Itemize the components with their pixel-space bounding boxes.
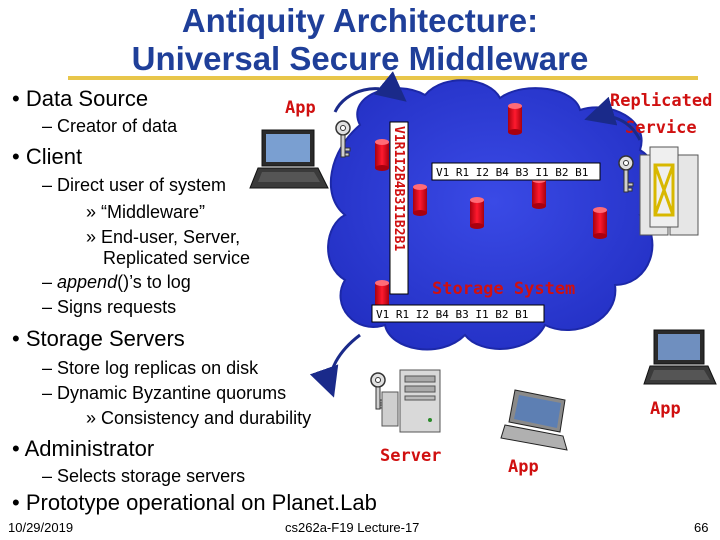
bullet-dot: • (12, 144, 20, 169)
sub-store-log: – Store log replicas on disk (42, 358, 259, 378)
storage-disks (375, 103, 607, 312)
disk-icon (508, 103, 522, 135)
laptop-icon (500, 389, 568, 451)
app-label-bottom: App (508, 457, 539, 477)
arrow-replicated-to-cloud (584, 96, 642, 141)
append-prefix: – (42, 272, 58, 292)
storage-system-label: Storage System (432, 279, 575, 299)
bullet-dot: • (12, 326, 20, 351)
bullet-text: Data Source (25, 86, 149, 111)
vertical-log-strip: V1R1I2B4B3I1B2B1 (389, 121, 409, 295)
replicated-servers-icon (639, 146, 699, 236)
title-line-2: Universal Secure Middleware (131, 40, 589, 77)
disk-icon (470, 197, 484, 229)
log-strip-top: V1 R1 I2 B4 B3 I1 B2 B1 (431, 162, 601, 181)
laptop-icon (643, 329, 717, 385)
bullet-administrator: • Administrator (12, 436, 154, 462)
footer-page-number: 66 (694, 520, 709, 535)
log-strip-bottom: V1 R1 I2 B4 B3 I1 B2 B1 (371, 304, 545, 323)
bullet-text: Storage Servers (25, 326, 185, 351)
footer-date: 10/29/2019 (8, 520, 74, 535)
sub-append: – append()’s to log (42, 272, 191, 293)
server-label: Server (380, 446, 441, 466)
arrow-cloud-to-admin (309, 333, 361, 398)
arrow-app-to-cloud (333, 71, 407, 113)
bullet-text: Prototype operational on Planet.Lab (25, 490, 377, 515)
sub-consistency: » Consistency and durability (86, 408, 312, 428)
append-italic: append (57, 272, 118, 292)
bullet-text: Administrator (24, 436, 155, 461)
replicated-label-line1: Replicated (610, 91, 712, 111)
sub-signs: – Signs requests (42, 297, 177, 317)
bullet-dot: • (12, 490, 20, 515)
disk-icon (593, 207, 607, 239)
disk-icon (413, 184, 427, 216)
app-label-right: App (650, 399, 681, 419)
footer-course: cs262a-F19 Lecture-17 (285, 520, 420, 535)
bullet-dot: • (12, 86, 20, 111)
bullet-data-source: • Data Source (12, 86, 148, 112)
log-strip-bottom-text: V1 R1 I2 B4 B3 I1 B2 B1 (376, 308, 528, 321)
bullet-dot: • (12, 436, 20, 461)
vertical-log-text: V1R1I2B4B3I1B2B1 (391, 126, 406, 251)
sub-end-user-2: Replicated service (103, 248, 251, 268)
sub-dynamic: – Dynamic Byzantine quorums (42, 383, 287, 403)
append-suffix: ()’s to log (117, 272, 191, 292)
log-strip-top-text: V1 R1 I2 B4 B3 I1 B2 B1 (436, 166, 588, 179)
key-icon (335, 120, 351, 158)
key-icon (618, 155, 634, 193)
disk-icon (375, 139, 389, 171)
server-icon (381, 369, 441, 433)
sub-selects: – Selects storage servers (42, 466, 246, 486)
laptop-icon (249, 129, 329, 189)
storage-cloud (327, 79, 660, 351)
slide-title: Antiquity Architecture: Universal Secure… (0, 2, 720, 78)
replicated-label-line2: Service (625, 118, 697, 138)
sub-creator: – Creator of data (42, 116, 178, 136)
bullet-client: • Client (12, 144, 82, 170)
disk-icon (532, 177, 546, 209)
bullet-prototype: • Prototype operational on Planet.Lab (12, 490, 377, 516)
bullet-storage-servers: • Storage Servers (12, 326, 185, 352)
sub-end-user: » End-user, Server, (86, 227, 241, 247)
bullet-text: Client (25, 144, 83, 169)
app-label-top: App (285, 98, 316, 118)
title-line-1: Antiquity Architecture: (181, 2, 539, 39)
sub-direct-user: – Direct user of system (42, 175, 227, 195)
sub-middleware: » “Middleware” (86, 202, 206, 222)
